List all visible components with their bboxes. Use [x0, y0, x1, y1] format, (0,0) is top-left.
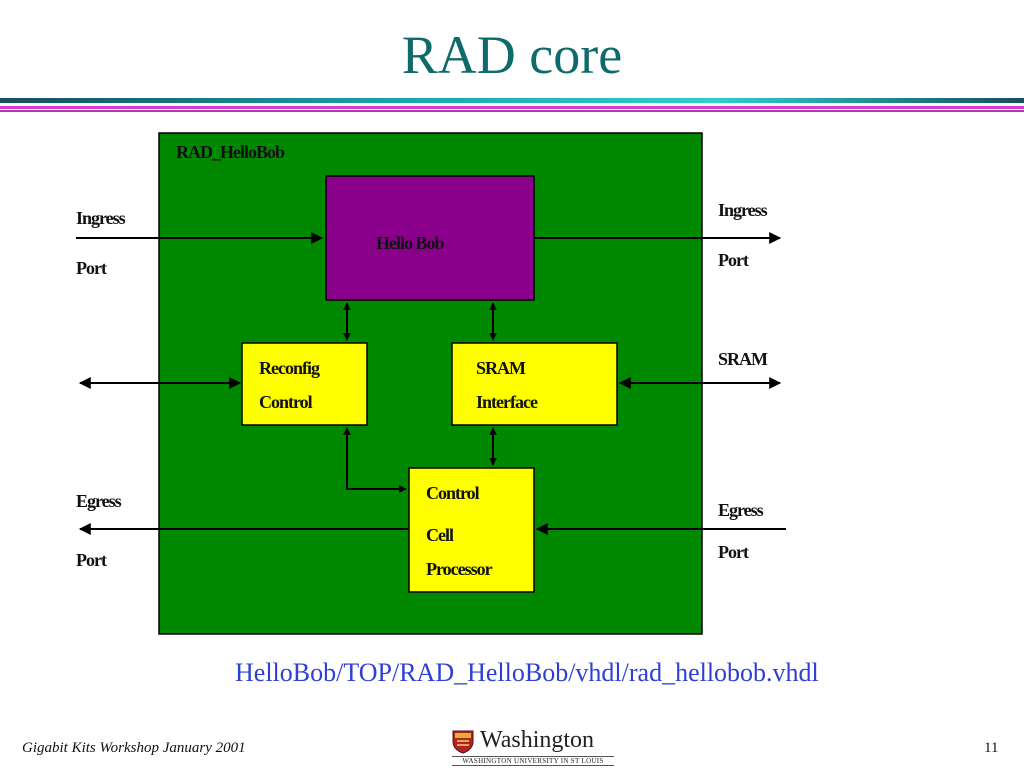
egress-out-label-line1: Egress	[76, 491, 122, 511]
washington-university-logo: Washington WASHINGTON UNIVERSITY IN ST L…	[452, 727, 614, 766]
sram-port-label: SRAM	[718, 349, 768, 369]
ccp-label-line2: Cell	[426, 525, 454, 545]
vhdl-file-path: HelloBob/TOP/RAD_HelloBob/vhdl/rad_hello…	[235, 658, 819, 687]
reconfig-ccp-arrow	[343, 427, 407, 493]
control-cell-processor-block	[408, 467, 535, 593]
ingress-out-label-line2: Port	[718, 250, 749, 270]
ingress-out-label-line1: Ingress	[718, 200, 768, 220]
logo-subtitle: WASHINGTON UNIVERSITY IN ST LOUIS	[452, 756, 614, 766]
reconfig-label-line2: Control	[259, 392, 313, 412]
footer-workshop-label: Gigabit Kits Workshop January 2001	[22, 740, 246, 756]
title-rule-magenta	[0, 106, 1024, 109]
ccp-label-line1: Control	[426, 483, 480, 503]
egress-out-label-line2: Port	[76, 550, 107, 570]
container-label: RAD_HelloBob	[176, 142, 285, 162]
logo-wordmark: Washington	[480, 727, 595, 753]
title-rule-purple	[0, 110, 1024, 112]
sram-interface-block	[451, 342, 618, 426]
egress-in-label-line1: Egress	[718, 500, 764, 520]
ingress-in-label-line2: Port	[76, 258, 107, 278]
reconfig-control-block	[241, 342, 368, 426]
university-shield-icon	[452, 730, 474, 754]
ingress-in-label-line1: Ingress	[76, 208, 126, 228]
title-rule-teal	[0, 98, 1024, 103]
slide-title: RAD core	[401, 25, 623, 85]
ccp-label-line3: Processor	[426, 559, 493, 579]
page-number: 11	[984, 740, 999, 756]
hello-bob-block	[325, 175, 535, 301]
reconfig-label-line1: Reconfig	[259, 358, 320, 378]
sram-interface-label-line1: SRAM	[476, 358, 526, 378]
sram-interface-label-line2: Interface	[476, 392, 538, 412]
hello-bob-label: Hello Bob	[376, 233, 445, 253]
egress-in-label-line2: Port	[718, 542, 749, 562]
